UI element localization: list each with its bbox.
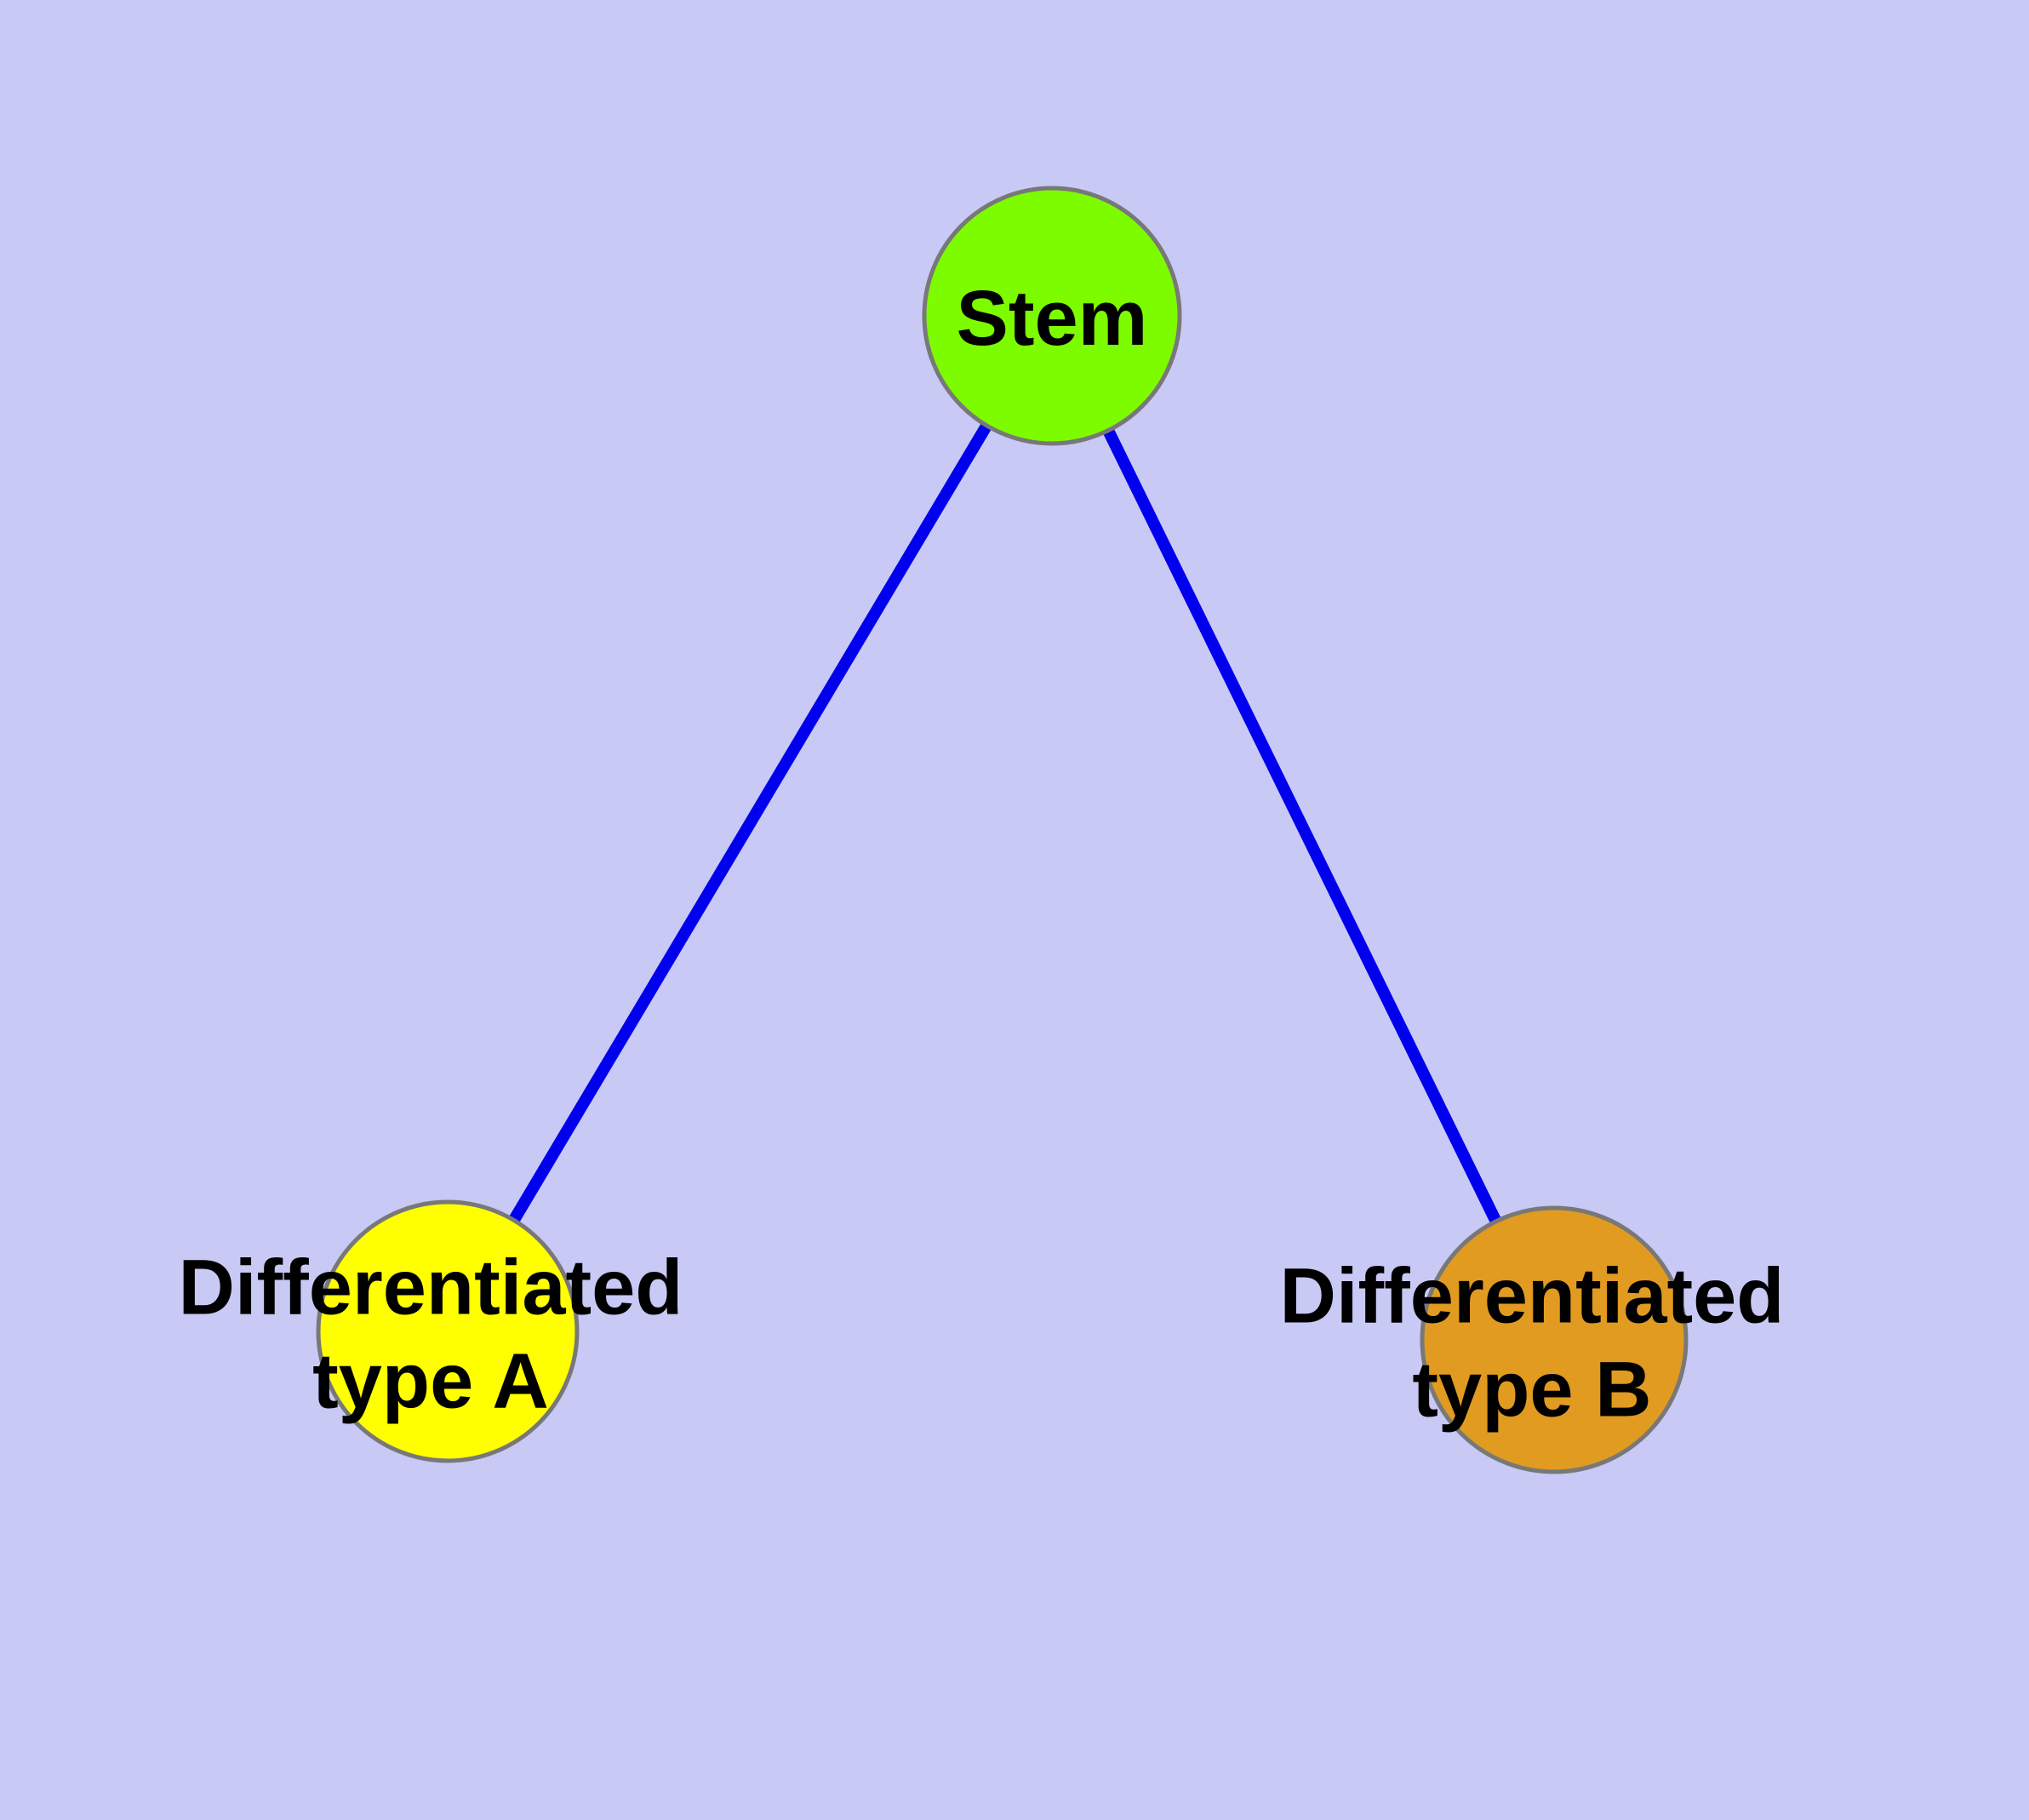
node-label-line: type A xyxy=(312,1338,549,1425)
node-type-b-label: Differentiated type B xyxy=(1280,1250,1785,1438)
edge-stem-to-type-a xyxy=(442,312,1058,1335)
edge-stem-to-type-b xyxy=(1046,312,1560,1343)
node-type-a-label: Differentiated type A xyxy=(179,1241,683,1429)
node-label-line: Differentiated xyxy=(1279,1252,1785,1340)
node-label-line: Stem xyxy=(956,274,1148,362)
node-stem-circle xyxy=(922,186,1182,446)
node-label-line: type B xyxy=(1412,1347,1652,1434)
node-stem-label: Stem xyxy=(957,272,1148,365)
node-type-a-circle xyxy=(316,1199,580,1463)
node-type-b-circle xyxy=(1420,1205,1689,1474)
node-label-line: Differentiated xyxy=(178,1244,683,1331)
